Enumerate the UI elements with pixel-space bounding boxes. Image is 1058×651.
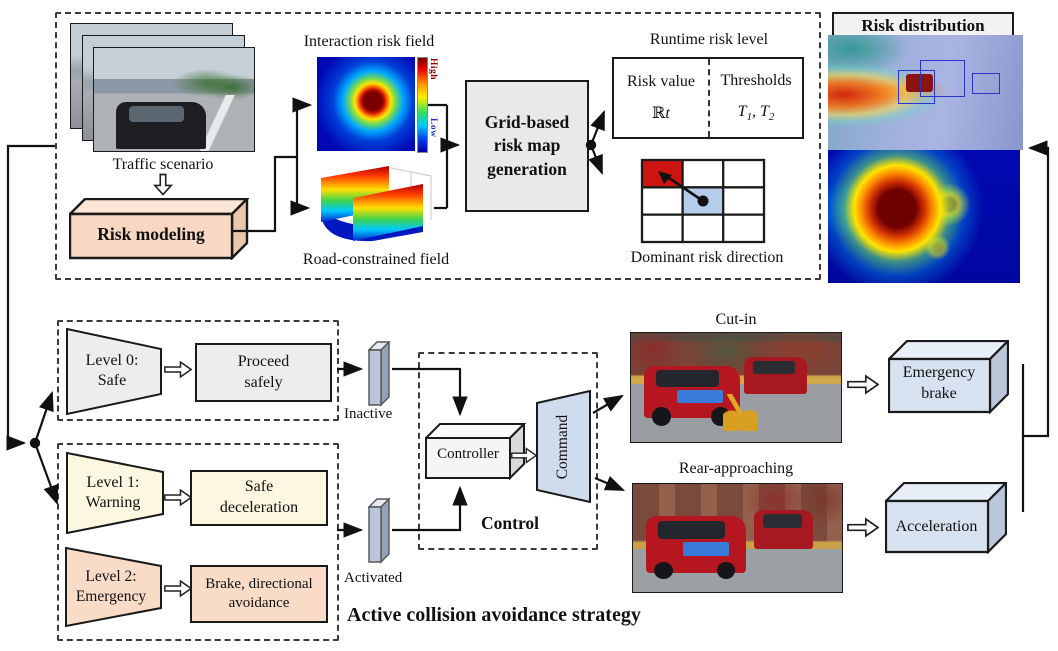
thresholds-header: Thresholds <box>720 71 792 89</box>
road-constrained-field-graphic <box>321 166 432 242</box>
level0-trapezoid <box>66 328 162 415</box>
cutin-bike <box>723 394 757 432</box>
controller-label: Controller <box>437 446 499 462</box>
rear-suv-banner <box>683 542 730 557</box>
risk-table-divider <box>708 59 710 137</box>
level2-arrow-icon <box>164 579 192 598</box>
cut-in-action-arrow-icon <box>847 374 879 395</box>
risk-assessment-module-box <box>55 12 821 280</box>
acceleration-label: Acceleration <box>895 518 978 535</box>
risk-overlay-image <box>828 35 1023 150</box>
inactive-label: Inactive <box>344 406 393 422</box>
command-label: Command <box>554 414 571 480</box>
risk-table-col-left: Risk value ℝt <box>614 59 708 137</box>
control-label: Control <box>481 513 540 533</box>
risk-modeling-label: Risk modeling <box>97 224 205 244</box>
branch-dot-left <box>29 437 41 449</box>
interaction-field-title: Interaction risk field <box>303 33 435 50</box>
brake-avoidance-box: Brake, directional avoidance <box>190 565 328 623</box>
detection-box-3 <box>972 72 1000 95</box>
rear-suv-near-window <box>658 520 725 540</box>
acceleration-box <box>885 482 1007 554</box>
cut-in-label: Cut-in <box>715 311 757 328</box>
level0-label: Level 0: Safe <box>85 351 139 389</box>
traffic-car-window <box>129 105 184 123</box>
safe-deceleration-box: Safe deceleration <box>190 470 328 526</box>
grid-based-box: Grid-based risk map generation <box>465 80 589 212</box>
rear-wheel-1 <box>653 561 673 580</box>
controller-command-arrow-icon <box>511 447 537 464</box>
thresholds-symbols: T1, T2 <box>737 103 775 124</box>
rear-suv-far-window <box>762 514 803 529</box>
dominant-direction-grid <box>640 158 766 244</box>
emergency-brake-label: Emergency brake <box>902 364 976 402</box>
colorbar <box>417 57 428 153</box>
road-field-title: Road-constrained field <box>302 251 450 268</box>
traffic-scenario-label: Traffic scenario <box>112 156 214 173</box>
grid-based-label: Grid-based risk map generation <box>484 111 570 179</box>
dominant-direction-label: Dominant risk direction <box>630 249 784 266</box>
level2-trapezoid <box>65 547 162 627</box>
detection-box-1 <box>898 69 936 104</box>
strategy-title: Active collision avoidance strategy <box>347 604 641 626</box>
risk-value-header: Risk value <box>627 72 695 90</box>
level1-arrow-icon <box>164 488 192 507</box>
risk-heatmap-image <box>828 150 1020 283</box>
command-trapezoid <box>536 390 591 503</box>
risk-table-col-right: Thresholds T1, T2 <box>710 59 802 137</box>
cut-in-photo <box>630 332 842 443</box>
cutin-wheel-1 <box>652 407 671 426</box>
detection-box-2 <box>919 60 965 97</box>
cutin-suv-far-window <box>752 361 795 375</box>
risk-table: Risk value ℝt Thresholds T1, T2 <box>612 57 804 139</box>
traffic-photo-front <box>93 47 255 152</box>
rear-approaching-label: Rear-approaching <box>678 460 794 477</box>
risk-value-symbol: ℝt <box>652 105 670 123</box>
level1-label: Level 1: Warning <box>85 473 141 511</box>
level1-trapezoid <box>66 452 164 534</box>
cutin-suv-banner <box>677 389 724 403</box>
level12-dashed-box <box>57 443 339 641</box>
controller-box <box>425 423 526 480</box>
interaction-field-heatmap <box>317 57 415 151</box>
rear-action-arrow-icon <box>847 517 879 538</box>
risk-distribution-title: Risk distribution <box>861 16 985 35</box>
rear-approaching-photo <box>632 483 843 593</box>
activated-label: Activated <box>344 570 403 586</box>
level0-arrow-icon <box>164 360 192 379</box>
proceed-safely-box: Proceed safely <box>195 343 332 402</box>
level0-dashed-box <box>57 320 339 421</box>
cutin-suv-near-window <box>656 370 720 388</box>
control-dashed-box <box>418 352 598 550</box>
colorbar-low-label: Low <box>428 118 438 138</box>
inactive-slab <box>368 341 391 407</box>
down-arrow-icon <box>153 173 173 196</box>
emergency-brake-box <box>888 340 1009 414</box>
runtime-risk-title: Runtime risk level <box>649 31 769 48</box>
colorbar-high-label: High <box>428 58 438 81</box>
level2-label: Level 2: Emergency <box>75 568 147 605</box>
activated-slab <box>368 498 391 564</box>
rear-wheel-2 <box>716 561 736 580</box>
